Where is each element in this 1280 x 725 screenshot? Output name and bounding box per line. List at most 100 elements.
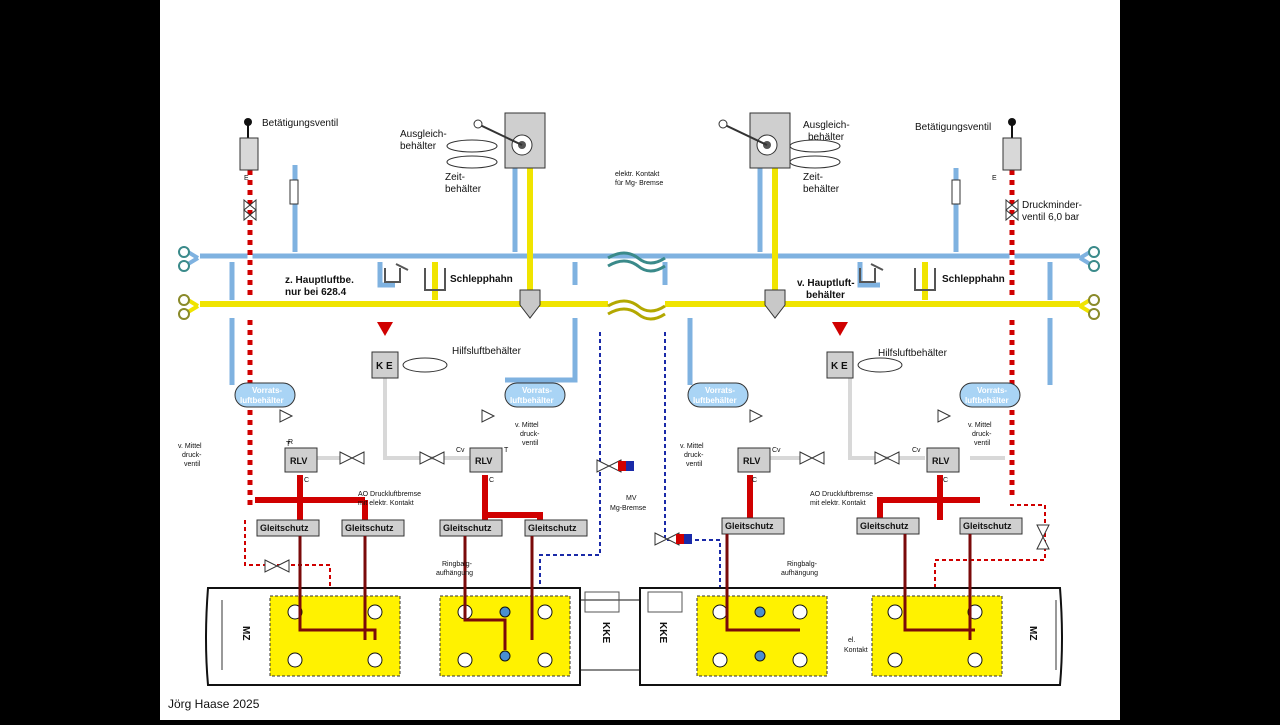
port-c-2: C [489, 477, 494, 484]
label-vorrats1-1: Vorrats- [252, 386, 282, 395]
label-gleitschutz-1: Gleitschutz [260, 523, 309, 533]
label-hauptluft-v1: v. Hauptluft- [797, 278, 855, 289]
label-ringbalg2-left: aufhängung [436, 570, 473, 577]
label-ao2-right: mit elektr. Kontakt [810, 500, 866, 507]
brake-system-diagram: Betätigungsventil Betätigungsventil Ausg… [178, 112, 1100, 686]
diagram-slide: Betätigungsventil Betätigungsventil Ausg… [160, 0, 1120, 720]
supply-reservoirs [234, 382, 1021, 408]
actuation-valve-right [951, 118, 1022, 222]
label-kontakt-1: elektr. Kontakt [615, 171, 659, 178]
label-vorrats2-1: luftbehälter [240, 396, 284, 405]
label-hauptluft-v2: behälter [806, 290, 845, 301]
label-behaelter-left: behälter [400, 141, 437, 152]
port-c-3: C [752, 477, 757, 484]
label-el-kontakt-1: el. [848, 637, 855, 644]
label-ao2-left: mit elektr. Kontakt [358, 500, 414, 507]
label-druckminder-1: Druckminder- [1022, 200, 1082, 211]
label-ringbalg1-right: Ringbalg- [787, 561, 818, 568]
label-mz-right: MZ [1027, 626, 1038, 640]
coupling-right-main [1078, 246, 1100, 272]
label-behaelter-right: behälter [808, 132, 845, 143]
label-mittel1-3: v. Mittel [680, 443, 704, 450]
label-gleitschutz-4: Gleitschutz [528, 523, 577, 533]
label-hilfsluft-right: Hilfsluftbehälter [878, 348, 948, 359]
port-r-1: R [288, 439, 293, 446]
dirt-collectors [519, 289, 786, 319]
label-ringbalg2-right: aufhängung [781, 570, 818, 577]
port-cv-3: Cv [772, 447, 781, 454]
ke-valve-left [371, 322, 448, 379]
label-gleitschutz-5: Gleitschutz [725, 521, 774, 531]
port-e-left: E [244, 175, 249, 182]
label-mittel1-4: v. Mittel [968, 422, 992, 429]
label-kke-1: KKE [600, 622, 611, 643]
label-betaetigung-left: Betätigungsventil [262, 118, 338, 129]
label-mv-2: Mg-Bremse [610, 505, 646, 512]
label-vorrats2-2: luftbehälter [510, 396, 554, 405]
coupling-left-brake [178, 294, 200, 320]
drag-cocks [384, 263, 936, 291]
port-c-1: C [304, 477, 309, 484]
labels: Betätigungsventil Betätigungsventil Ausg… [178, 118, 1082, 654]
label-mittel2-3: druck- [684, 452, 704, 459]
driver-brake-valve-left [446, 112, 546, 169]
hose-couplings [178, 246, 1100, 321]
label-vorrats2-3: luftbehälter [693, 396, 737, 405]
mv-magnet-valves [264, 459, 1050, 573]
label-hauptluft-z2: nur bei 628.4 [285, 287, 347, 298]
label-ke-left: K E [376, 361, 393, 372]
label-vorrats1-2: Vorrats- [522, 386, 552, 395]
isolation-cocks [279, 409, 952, 465]
port-e-right: E [992, 175, 997, 182]
label-mittel1-2: v. Mittel [515, 422, 539, 429]
label-rlv-4: RLV [932, 456, 949, 466]
label-zeit-left: Zeit- [445, 172, 465, 183]
label-ringbalg1-left: Ringbalg- [442, 561, 473, 568]
label-gleitschutz-6: Gleitschutz [860, 521, 909, 531]
label-mittel2-4: druck- [972, 431, 992, 438]
coupling-left-main [178, 246, 200, 272]
port-t-1: T [286, 441, 291, 448]
label-hilfsluft-left: Hilfsluftbehälter [452, 346, 522, 357]
label-mittel2-2: druck- [520, 431, 540, 438]
label-mv-1: MV [626, 495, 637, 502]
label-schlepphahn-right: Schlepphahn [942, 274, 1005, 285]
port-t-2: T [504, 447, 509, 454]
label-mittel3-3: ventil [686, 461, 703, 468]
label-ao1-right: AO Druckluftbremse [810, 491, 873, 498]
label-vorrats2-4: luftbehälter [965, 396, 1009, 405]
label-kontakt-2: für Mg- Bremse [615, 180, 663, 187]
label-zeitbehaelter-left: behälter [445, 184, 482, 195]
port-c-4: C [943, 477, 948, 484]
label-rlv-3: RLV [743, 456, 760, 466]
label-zeit-right: Zeit- [803, 172, 823, 183]
label-ausgleich-left: Ausgleich- [400, 129, 447, 140]
antiskid-boxes [256, 517, 1023, 537]
control-pipes [300, 378, 1005, 460]
label-zeitbehaelter-right: behälter [803, 184, 840, 195]
port-cv-2: Cv [456, 447, 465, 454]
label-betaetigung-right: Betätigungsventil [915, 122, 991, 133]
label-schlepphahn-left: Schlepphahn [450, 274, 513, 285]
label-rlv-2: RLV [475, 456, 492, 466]
label-ausgleich-right: Ausgleich- [803, 120, 850, 131]
label-gleitschutz-3: Gleitschutz [443, 523, 492, 533]
label-ke-right: K E [831, 361, 848, 372]
label-mittel3-1: ventil [184, 461, 201, 468]
rlv-valves [284, 447, 960, 473]
label-kke-2: KKE [657, 622, 668, 643]
label-druckminder-2: ventil 6,0 bar [1022, 212, 1080, 223]
label-mittel2-1: druck- [182, 452, 202, 459]
label-el-kontakt-2: Kontakt [844, 647, 868, 654]
cylinder-pipes [255, 475, 980, 520]
actuation-valve-left [239, 118, 299, 222]
ke-valve-right [826, 322, 903, 379]
label-rlv-1: RLV [290, 456, 307, 466]
driver-brake-valve-right [718, 112, 841, 169]
label-mittel3-2: ventil [522, 440, 539, 447]
vehicle [205, 534, 1063, 686]
label-vorrats1-3: Vorrats- [705, 386, 735, 395]
label-hauptluft-z1: z. Hauptluftbe. [285, 275, 354, 286]
coupling-center [607, 251, 666, 321]
coupling-right-brake [1078, 294, 1100, 320]
